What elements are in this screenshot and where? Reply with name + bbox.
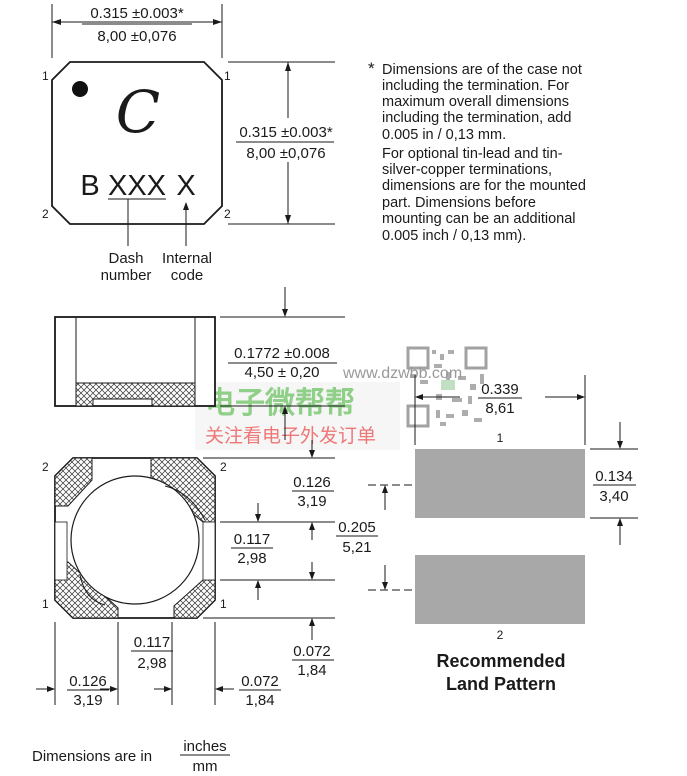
svg-text:1: 1 (42, 69, 49, 83)
logo-c: C (116, 78, 160, 146)
svg-text:code: code (171, 267, 204, 284)
svg-text:2,98: 2,98 (137, 655, 166, 672)
land-pattern-title: Recommended (436, 651, 565, 671)
svg-text:inches: inches (183, 738, 226, 755)
side-height-in: 0.1772 ±0.008 (234, 345, 330, 362)
svg-text:1: 1 (42, 597, 49, 611)
units-footer: Dimensions are in inches mm (32, 738, 230, 775)
svg-text:0.005 inch / 0,13 mm).: 0.005 inch / 0,13 mm). (382, 228, 526, 244)
land-pad-1 (415, 449, 585, 518)
svg-text:0.072: 0.072 (241, 673, 279, 690)
top-view-body (51, 61, 223, 225)
svg-text:mounting can be an additional: mounting can be an additional (382, 211, 575, 227)
svg-text:0.126: 0.126 (293, 474, 331, 491)
svg-text:8,61: 8,61 (485, 400, 514, 417)
svg-text:2: 2 (220, 460, 227, 474)
svg-text:0.134: 0.134 (595, 468, 633, 485)
svg-text:Land Pattern: Land Pattern (446, 674, 556, 694)
svg-text:3,19: 3,19 (73, 692, 102, 709)
svg-text:mm: mm (193, 758, 218, 775)
svg-text:0.117: 0.117 (134, 634, 170, 651)
svg-text:maximum overall dimensions: maximum overall dimensions (382, 94, 569, 110)
svg-text:0.005 in / 0,13 mm.: 0.005 in / 0,13 mm. (382, 127, 506, 143)
svg-text:0.126: 0.126 (69, 673, 107, 690)
side-view: 0.1772 ±0.008 4,50 ± 0,20 (54, 287, 345, 440)
svg-text:0.339: 0.339 (481, 381, 519, 398)
top-width-in: 0.315 ±0.003* (90, 5, 183, 22)
svg-text:1: 1 (497, 431, 504, 445)
top-view: 0.315 ±0.003* 8,00 ±0,076 C B XXX X Dash… (42, 4, 335, 284)
marking-prefix: B (80, 170, 99, 202)
svg-text:1: 1 (224, 69, 231, 83)
internal-code-label: Internal (162, 250, 212, 267)
svg-text:dimensions are for the mounted: dimensions are for the mounted (382, 178, 586, 194)
top-height-in: 0.315 ±0.003* (239, 124, 332, 141)
svg-text:2: 2 (497, 628, 504, 642)
svg-text:1,84: 1,84 (297, 662, 326, 679)
svg-text:1: 1 (220, 597, 227, 611)
marking-code: X (176, 170, 195, 202)
svg-text:Dimensions are of the case not: Dimensions are of the case not (382, 62, 582, 78)
svg-text:3,40: 3,40 (599, 488, 628, 505)
svg-text:2: 2 (42, 460, 49, 474)
svg-text:0.205: 0.205 (338, 519, 376, 536)
svg-text:5,21: 5,21 (342, 539, 371, 556)
side-height-mm: 4,50 ± 0,20 (245, 364, 320, 381)
watermark-url: www.dzwbb.com (342, 365, 462, 382)
bottom-view: 2 2 1 1 0.126 3,19 0.117 2,98 0.072 1,84… (36, 440, 335, 709)
qr-code-icon (406, 346, 488, 428)
top-width-mm: 8,00 ±0,076 (97, 28, 176, 45)
svg-text:1,84: 1,84 (245, 692, 274, 709)
svg-text:2: 2 (42, 207, 49, 221)
svg-text:For optional tin-lead and tin-: For optional tin-lead and tin- (382, 146, 563, 162)
marking-dash: XXX (108, 170, 166, 202)
svg-text:including the termination. For: including the termination. For (382, 78, 569, 94)
svg-text:2: 2 (224, 207, 231, 221)
dimension-note: * Dimensions are of the case not includi… (368, 59, 586, 244)
watermark: www.dzwbb.com 电子微帮帮 关注看电子外发订单 (195, 346, 488, 450)
top-height-mm: 8,00 ±0,076 (246, 145, 325, 162)
svg-text:2,98: 2,98 (237, 550, 266, 567)
svg-text:0.117: 0.117 (234, 531, 270, 548)
svg-text:number: number (101, 267, 152, 284)
land-pattern: 1 2 0.339 8,61 0.134 3,40 0.205 5,21 Rec… (336, 375, 638, 694)
svg-text:0.072: 0.072 (293, 643, 331, 660)
svg-text:3,19: 3,19 (297, 493, 326, 510)
svg-text:silver-copper terminations,: silver-copper terminations, (382, 162, 552, 178)
dash-number-label: Dash (108, 250, 143, 267)
watermark-slogan: 关注看电子外发订单 (205, 425, 376, 447)
svg-text:including the termination, add: including the termination, add (382, 110, 571, 126)
svg-text:part. Dimensions before: part. Dimensions before (382, 195, 536, 211)
watermark-brand: 电子微帮帮 (205, 387, 355, 420)
core-circle (70, 475, 200, 605)
land-pad-2 (415, 555, 585, 624)
svg-text:Dimensions are in: Dimensions are in (32, 748, 152, 765)
pin1-dot-icon (72, 81, 88, 97)
svg-text:*: * (368, 59, 375, 78)
